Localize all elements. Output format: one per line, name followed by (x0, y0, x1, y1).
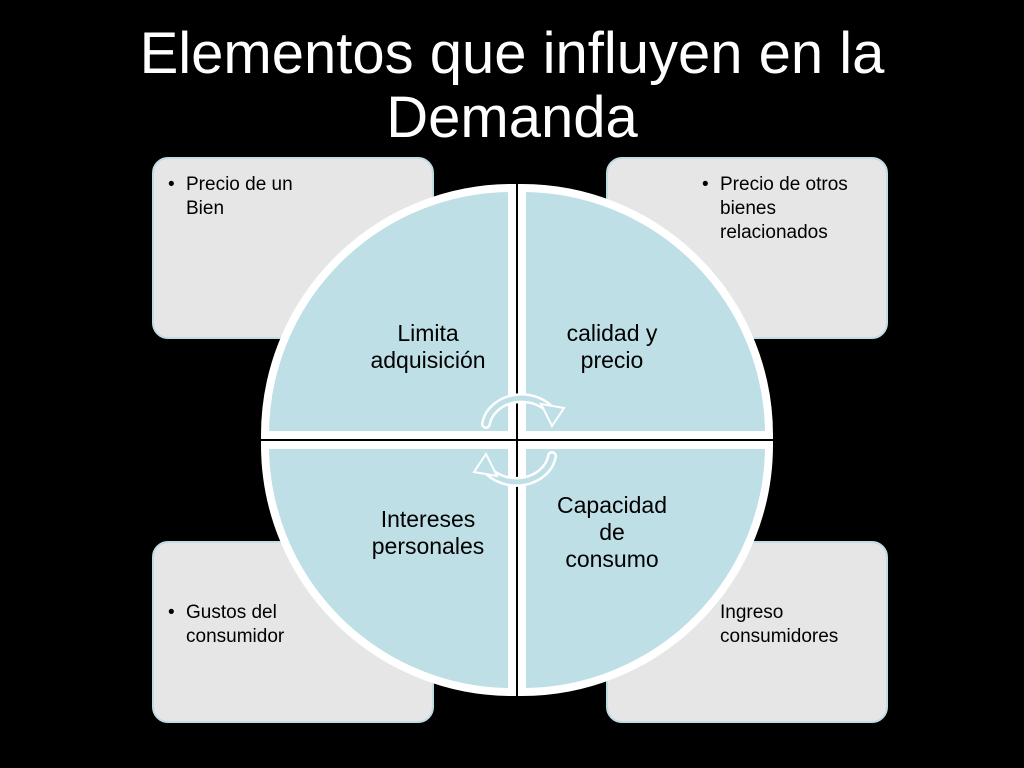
slide-title-line-1: Elementos que influyen en la (139, 21, 885, 86)
quadrant-label-bottom-right-line-2: de (599, 519, 625, 545)
cycle-arrow-bottom-head (472, 452, 499, 478)
box-bottom-right-list: Ingreso consumidores (702, 601, 882, 649)
slide-title: Elementos que influyen en la Demanda (0, 22, 1024, 150)
box-bottom-right-item: Ingreso consumidores (702, 601, 882, 649)
quadrant-label-bottom-right: Capacidad de consumo (532, 492, 692, 573)
quadrant-label-bottom-left-line-2: personales (371, 533, 485, 559)
quadrant-label-bottom-right-line-3: consumo (565, 546, 659, 572)
quadrant-label-top-right: calidad y precio (532, 320, 692, 374)
box-top-left-item: Precio de un Bien (168, 173, 318, 221)
quadrant-bottom-right (518, 441, 774, 697)
box-bottom-left-list: Gustos del consumidor (168, 601, 318, 649)
quadrant-label-top-left-line-2: adquisición (370, 347, 486, 373)
quadrant-label-bottom-left-line-1: Intereses (380, 506, 476, 532)
quadrant-label-bottom-left: Intereses personales (348, 506, 508, 560)
quadrant-label-bottom-right-line-1: Capacidad (557, 492, 667, 518)
quadrant-label-top-right-line-2: precio (580, 347, 644, 373)
cycle-arrows-icon (472, 393, 566, 487)
box-bottom-left-item: Gustos del consumidor (168, 601, 318, 649)
box-top-right-list: Precio de otros bienes relacionados (702, 173, 872, 245)
slide-title-line-2: Demanda (386, 85, 638, 150)
quadrant-label-top-left: Limita adquisición (348, 320, 508, 374)
quadrant-label-top-left-line-1: Limita (397, 320, 459, 346)
quadrant-top-left (260, 183, 516, 439)
wheel-quadrants (260, 183, 774, 697)
cycle-arrow-top-head (539, 402, 566, 428)
quadrant-top-right (518, 183, 774, 439)
box-top-right-item: Precio de otros bienes relacionados (702, 173, 872, 245)
quadrant-bottom-left (260, 441, 516, 697)
box-top-left-list: Precio de un Bien (168, 173, 318, 221)
quadrant-label-top-right-line-1: calidad y (566, 320, 658, 346)
